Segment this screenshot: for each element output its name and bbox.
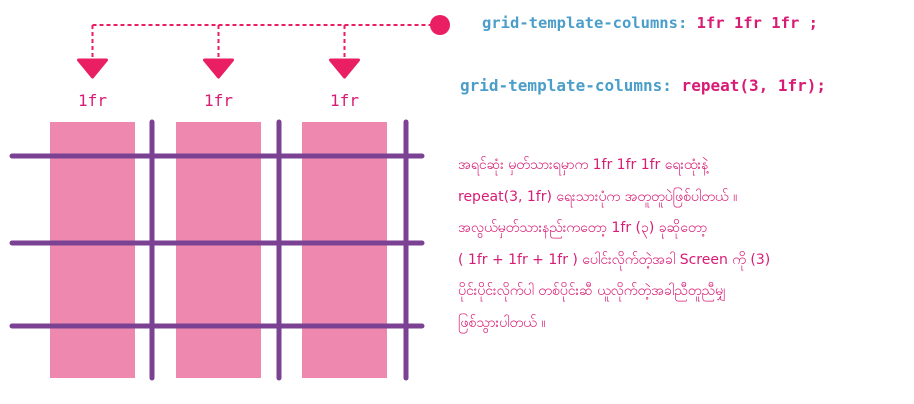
explanation-line: repeat(3, 1fr) ရေးသားပုံက အတူတူပဲဖြစ်ပါတ…	[458, 188, 738, 205]
column-label: 1fr	[78, 91, 107, 110]
explanation-line: ပိုင်းပိုင်းလိုက်ပါ တစ်ပိုင်းဆီ ယူလိုက်တ…	[458, 283, 726, 299]
grid-column-lines	[149, 119, 409, 381]
code-value: 1fr 1fr 1fr ;	[687, 14, 818, 32]
arrow-down-icon	[329, 58, 360, 79]
grid-column	[302, 122, 387, 378]
explanation-line: အလွယ်မှတ်သားနည်းကတော့ 1fr (၃) ခုဆိုတော့	[458, 220, 708, 236]
grid-row-lines	[9, 153, 425, 329]
column-label: 1fr	[330, 91, 359, 110]
grid-columns	[50, 122, 387, 378]
arrow-down-icon	[203, 58, 234, 79]
explanation-line: ( 1fr + 1fr + 1fr ) ပေါင်းလိုက်တဲ့အခါ Sc…	[458, 251, 771, 268]
connector-dot	[430, 15, 450, 35]
explanation-line: ဖြစ်သွားပါတယ် ။	[458, 314, 546, 331]
column-arrows	[77, 58, 360, 79]
grid-column	[50, 122, 135, 378]
grid-column	[176, 122, 261, 378]
explanation-text: အရင်ဆုံး မှတ်သားရမှာက 1fr 1fr 1fr ရေးထုံ…	[458, 150, 912, 339]
arrow-down-icon	[77, 58, 108, 79]
code-property: grid-template-columns:	[482, 14, 688, 32]
code-value: repeat(3, 1fr);	[671, 76, 827, 95]
column-label: 1fr	[204, 91, 233, 110]
column-labels: 1fr 1fr 1fr	[78, 91, 359, 110]
code-line-repeat: grid-template-columns: repeat(3, 1fr);	[460, 76, 826, 95]
explanation-line: အရင်ဆုံး မှတ်သားရမှာက 1fr 1fr 1fr ရေးထုံ…	[458, 157, 709, 173]
code-property: grid-template-columns:	[460, 76, 672, 95]
code-line-explicit: grid-template-columns: 1fr 1fr 1fr ;	[482, 14, 818, 32]
dashed-connector	[91, 15, 450, 58]
